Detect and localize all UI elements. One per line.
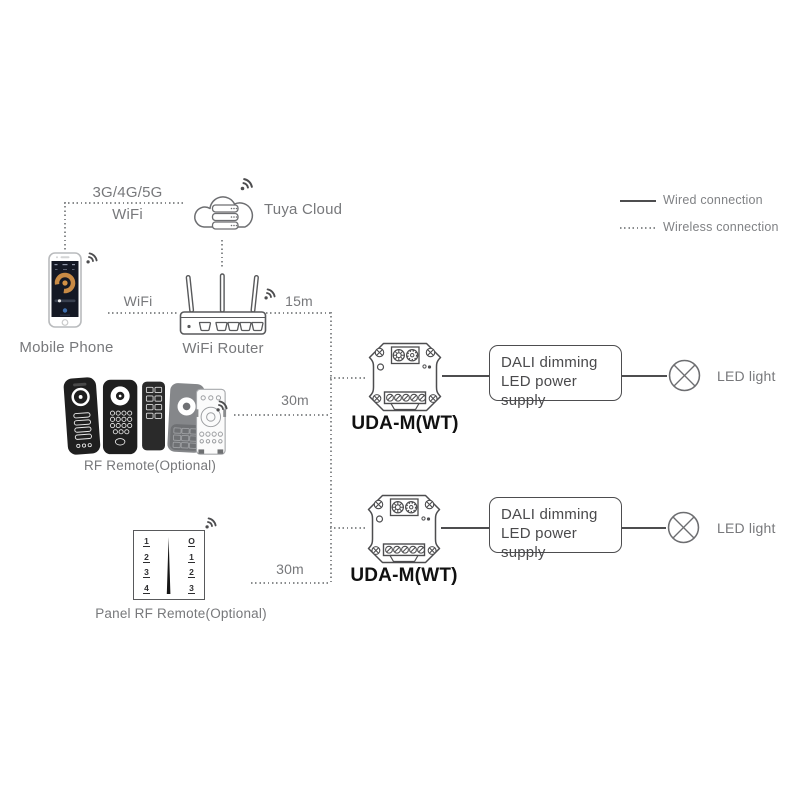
led-light-2-label: LED light <box>717 520 776 536</box>
panel-key-3: 3 <box>143 567 150 579</box>
cloud-signal-icon <box>240 178 253 191</box>
supply1-light-wire <box>622 375 667 377</box>
led-light-2-icon <box>667 511 700 544</box>
distance-15m-label: 15m <box>285 293 313 309</box>
router-trunk-link-line <box>266 312 331 314</box>
rf-remote-label: RF Remote(Optional) <box>83 458 217 473</box>
link-3g4g5g-label: 3G/4G/5G <box>92 184 163 201</box>
controller1-branch-line <box>330 377 367 379</box>
panel-key-4: 4 <box>143 582 150 594</box>
dali-supply-1-line2: LED power supply <box>501 373 578 409</box>
wifi-router-icon <box>179 273 267 335</box>
wireless-trunk-line <box>330 312 332 583</box>
mobile-phone-icon <box>48 252 82 328</box>
mobile-phone-label: Mobile Phone <box>19 339 114 356</box>
led-light-1-icon <box>668 359 701 392</box>
dali-power-supply-2: DALI dimming LED power supply <box>489 497 622 561</box>
controller2-supply-wire <box>441 527 489 529</box>
distance-30m-rf-label: 30m <box>281 392 309 408</box>
rf-remote-4-icon <box>167 383 205 453</box>
panel-key-1: 1 <box>143 536 150 547</box>
wired-connection-line <box>620 200 656 202</box>
rf-remote-5-icon <box>195 388 227 455</box>
rf-remote-1-icon <box>63 377 101 455</box>
panel-rf-remote-icon: 1 2 3 4 O 1 2 3 <box>133 530 205 600</box>
panel-scene-key-3: 3 <box>188 582 195 594</box>
phone-cloud-link-line-h <box>64 202 186 204</box>
led-light-1-label: LED light <box>717 368 776 384</box>
panel-scene-key-1: 1 <box>188 551 195 563</box>
wired-connection-label: Wired connection <box>663 193 763 207</box>
phone-signal-icon <box>86 252 98 264</box>
panel-right-keys: O 1 2 3 <box>188 536 195 594</box>
panel-left-keys: 1 2 3 4 <box>143 536 150 594</box>
server-stack-icon <box>211 204 239 230</box>
dali-power-supply-1: DALI dimming LED power supply <box>489 345 622 409</box>
dali-supply-2-line2: LED power supply <box>501 525 578 561</box>
rf-remote-link-line <box>234 414 330 416</box>
uda-controller-1-label: UDA-M(WT) <box>351 413 459 434</box>
panel-power-key: O <box>188 536 195 547</box>
dali-supply-1-line1: DALI dimming <box>501 354 598 371</box>
distance-30m-panel-label: 30m <box>276 561 304 577</box>
link-wifi-cloud-label: WiFi <box>112 206 143 223</box>
rf-remote-2-icon <box>102 379 138 455</box>
rf-remote-signal-icon <box>216 400 228 412</box>
uda-controller-2-label: UDA-M(WT) <box>350 565 458 586</box>
uda-controller-1-icon <box>368 342 442 412</box>
panel-signal-icon <box>205 517 217 529</box>
cloud-router-link-line <box>221 240 223 268</box>
tuya-cloud-label: Tuya Cloud <box>264 201 343 218</box>
uda-controller-2-icon <box>367 494 441 564</box>
panel-remote-link-line <box>251 582 330 584</box>
wifi-router-label: WiFi Router <box>182 340 264 357</box>
controller1-supply-wire <box>442 375 489 377</box>
phone-cloud-link-line-v <box>64 202 66 250</box>
rf-remote-group-icon <box>63 377 227 455</box>
router-signal-icon <box>264 288 276 300</box>
controller2-branch-line <box>330 527 366 529</box>
panel-scene-key-2: 2 <box>188 567 195 579</box>
tuya-cloud-icon <box>194 196 254 230</box>
supply2-light-wire <box>622 527 666 529</box>
wireless-connection-line <box>620 227 656 229</box>
phone-router-link-line <box>108 312 179 314</box>
dali-supply-2-line1: DALI dimming <box>501 506 598 523</box>
link-wifi-phone-router-label: WiFi <box>123 293 153 309</box>
panel-slider-icon <box>166 537 171 594</box>
panel-rf-remote-label: Panel RF Remote(Optional) <box>95 606 267 621</box>
panel-key-2: 2 <box>143 551 150 563</box>
wireless-connection-label: Wireless connection <box>663 220 779 234</box>
rf-remote-3-icon <box>142 381 165 451</box>
